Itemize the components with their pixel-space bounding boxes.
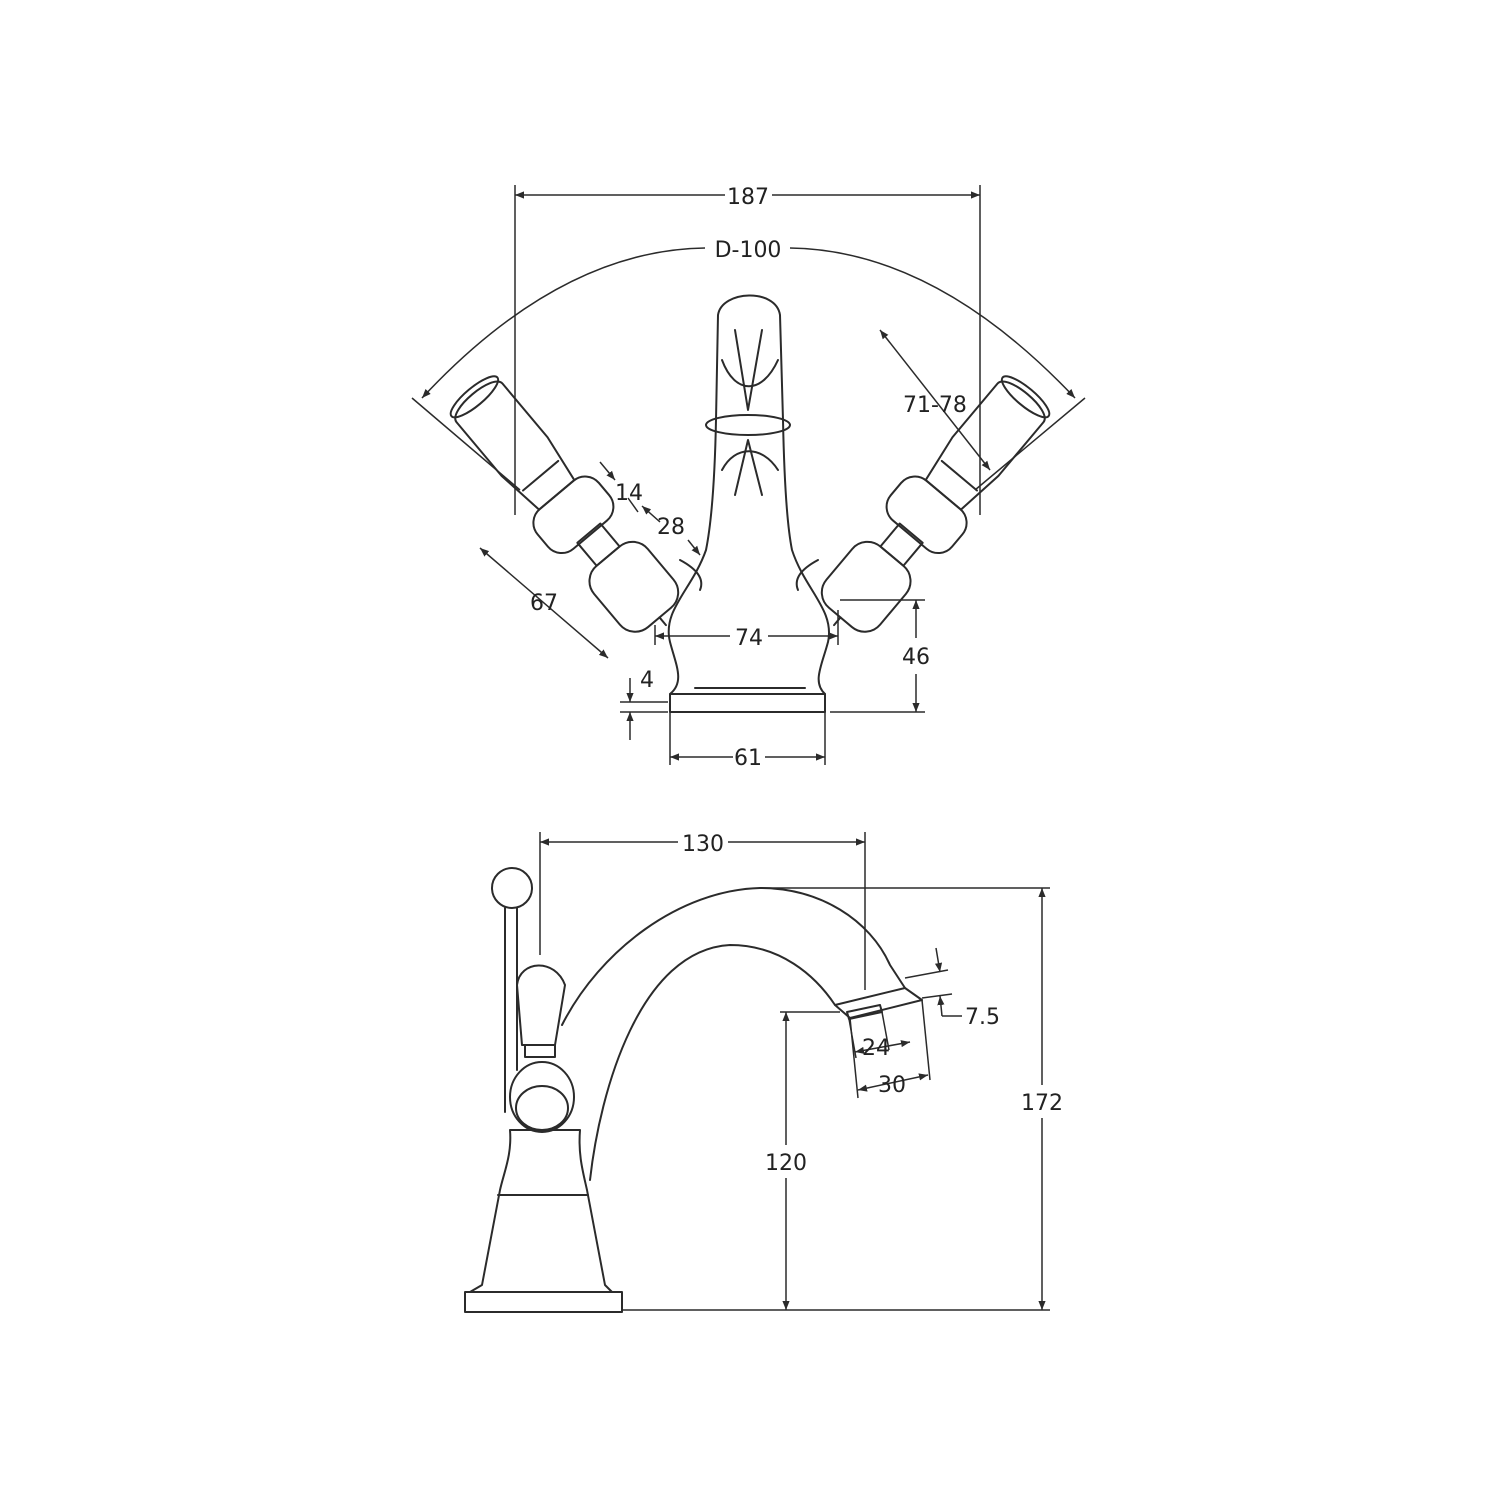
dim-body-width: 74 — [654, 610, 839, 651]
dim-body-height: 46 — [830, 599, 930, 713]
dim-handle-reach: 67 — [479, 547, 609, 659]
label-30: 30 — [878, 1073, 906, 1098]
label-67: 67 — [530, 591, 558, 616]
label-28: 28 — [657, 515, 685, 540]
label-172: 172 — [1021, 1091, 1063, 1116]
label-71-78: 71-78 — [903, 393, 967, 418]
label-14: 14 — [615, 481, 643, 506]
dim-base-thickness: 4 — [620, 668, 668, 740]
dim-base-width: 61 — [669, 712, 826, 771]
dim-overall-width: 187 — [514, 185, 981, 515]
dim-spread-arc: D-100 — [411, 238, 1086, 491]
label-24: 24 — [862, 1036, 890, 1061]
label-120: 120 — [765, 1151, 807, 1176]
label-187: 187 — [727, 185, 769, 210]
label-61: 61 — [734, 746, 762, 771]
label-130: 130 — [682, 832, 724, 857]
dim-outlet-height: 120 — [765, 1011, 840, 1310]
top-view: 187 D-100 71-78 14 28 — [411, 185, 1086, 771]
side-view: 130 7.5 24 30 — [464, 832, 1063, 1313]
label-d100: D-100 — [715, 238, 782, 263]
dim-aerator-thickness: 7.5 — [904, 947, 1000, 1030]
dim-handle-length: 71-78 — [879, 329, 991, 471]
label-4: 4 — [640, 668, 654, 693]
tap-body-side — [464, 867, 923, 1313]
dim-shank: 28 — [641, 505, 701, 556]
dim-handle-neck: 14 — [599, 461, 643, 513]
dim-aerator-outer: 30 — [849, 999, 931, 1099]
left-handle — [449, 375, 680, 633]
dim-aerator-inner: 24 — [848, 1011, 911, 1061]
label-7-5: 7.5 — [965, 1005, 1000, 1030]
label-46: 46 — [902, 645, 930, 670]
dim-overall-height: 172 — [622, 887, 1063, 1311]
dim-spout-reach: 130 — [539, 832, 866, 990]
tap-body-top — [667, 294, 831, 713]
label-74: 74 — [735, 626, 763, 651]
